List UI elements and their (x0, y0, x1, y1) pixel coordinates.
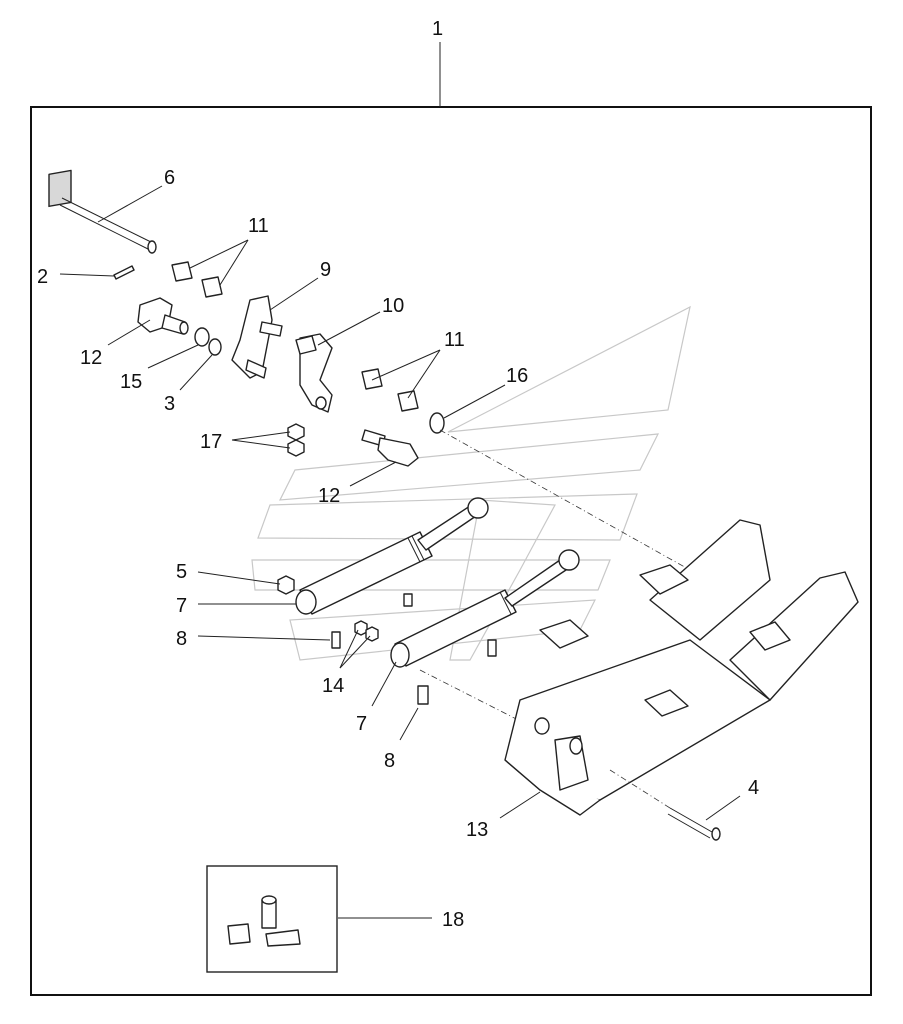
callout-6: 6 (164, 167, 175, 189)
part-4-bolt (609, 769, 721, 841)
callout-12-lower: 12 (318, 485, 340, 507)
callout-4: 4 (748, 777, 759, 799)
callout-labels: 6 11 2 9 10 12 15 3 11 16 17 12 5 7 8 14… (37, 167, 759, 931)
part-6-pin (48, 169, 157, 254)
part-18-kit-box (206, 865, 338, 973)
part-3-ring (208, 338, 222, 356)
part-14-nuts (354, 620, 379, 642)
part-9-plate (231, 295, 283, 379)
callout-2: 2 (37, 266, 48, 288)
part-5-nut (277, 575, 295, 595)
callout-3: 3 (164, 393, 175, 415)
callout-11-upper: 11 (248, 215, 269, 237)
part-10-bracket (295, 333, 333, 413)
callout-7-upper: 7 (176, 595, 187, 617)
callout-8-lower: 8 (384, 750, 395, 772)
callout-17: 17 (200, 431, 222, 453)
assembly-number: 1 (432, 18, 443, 40)
part-7-cylinder-upper (295, 497, 489, 615)
callout-8-upper: 8 (176, 628, 187, 650)
callout-10: 10 (382, 295, 404, 317)
part-12-pin-lower (361, 429, 419, 467)
part-8-fittings (331, 593, 497, 705)
part-11-bushings-upper (171, 261, 223, 298)
part-15-washer (194, 327, 210, 347)
part-11-bushings-lower (361, 368, 419, 412)
callout-12-upper: 12 (80, 347, 102, 369)
part-12-pin-upper (137, 297, 189, 335)
callout-11-lower: 11 (444, 329, 465, 351)
callout-13: 13 (466, 819, 488, 841)
callout-9: 9 (320, 259, 331, 281)
part-16-washer (429, 412, 445, 434)
callout-15: 15 (120, 371, 142, 393)
callout-16: 16 (506, 365, 528, 387)
part-17-nuts (287, 423, 305, 457)
part-2-cotter (113, 265, 135, 280)
callout-18: 18 (442, 909, 464, 931)
callout-14: 14 (322, 675, 344, 697)
assembly-frame (30, 106, 872, 996)
part-7-cylinder-lower (390, 549, 580, 668)
callout-5: 5 (176, 561, 187, 583)
callout-7-lower: 7 (356, 713, 367, 735)
part-13-frame (504, 519, 859, 816)
leader-lines (59, 185, 741, 919)
